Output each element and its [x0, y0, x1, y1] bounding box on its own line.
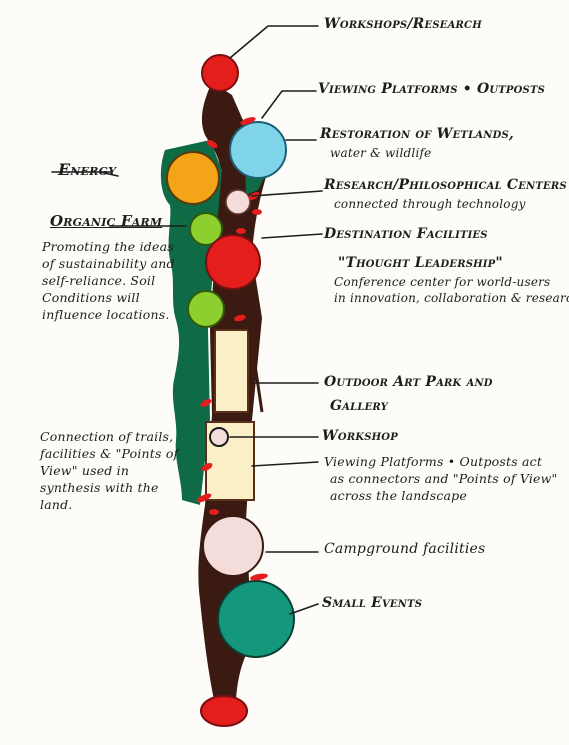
label-thought-leadership: "Thought Leadership": [338, 255, 503, 271]
label-research-centers-sub: connected through technology: [334, 197, 526, 211]
viewing-outposts: [196, 117, 268, 581]
label-viewing-platforms-2b: as connectors and "Points of View": [330, 471, 558, 486]
label-thought-sub-2: in innovation, collaboration & research: [334, 291, 569, 305]
label-viewing-platforms-top: Viewing Platforms • Outposts: [318, 81, 546, 97]
label-restoration-sub: water & wildlife: [330, 146, 432, 160]
organic-farm-circle-2: [187, 290, 225, 328]
leader-lines: [51, 25, 323, 615]
small-events-circle: [217, 580, 295, 658]
label-thought-sub-1: Conference center for world-users: [334, 275, 551, 289]
note-trails-connection: Connection of trails, facilities & "Poin…: [40, 429, 179, 512]
workshop-circle: [209, 427, 229, 447]
campground-circle: [202, 515, 264, 577]
label-restoration-wetlands: Restoration of Wetlands,: [320, 126, 514, 142]
destination-facilities-circle: [205, 234, 261, 290]
label-campground: Campground facilities: [324, 541, 486, 557]
label-small-events: Small Events: [322, 595, 423, 611]
energy-circle: [166, 151, 220, 205]
label-outdoor-art-park: Outdoor Art Park and: [324, 374, 493, 390]
label-viewing-platforms-2: Viewing Platforms • Outposts act: [324, 454, 543, 469]
note-organic-farm: Promoting the ideas of sustainability an…: [42, 239, 175, 322]
workshop-block: [205, 421, 255, 501]
label-destination-facilities: Destination Facilities: [324, 226, 488, 242]
research-center-circle: [225, 189, 251, 215]
organic-farm-circle: [189, 212, 223, 246]
label-workshop: Workshop: [322, 428, 398, 444]
bottom-outpost-circle: [200, 695, 248, 727]
outdoor-art-park-block: [214, 317, 264, 413]
workshops-research-circle: [201, 54, 239, 92]
label-research-centers: Research/Philosophical Centers: [324, 177, 567, 193]
label-viewing-platforms-2c: across the landscape: [330, 488, 467, 503]
label-workshops-research: Workshops/Research: [324, 16, 482, 32]
wetland-restoration-circle: [229, 121, 287, 179]
label-energy: Energy: [58, 160, 117, 179]
label-organic-farm: Organic Farm: [50, 212, 163, 230]
label-outdoor-art-park-2: Gallery: [330, 398, 388, 414]
